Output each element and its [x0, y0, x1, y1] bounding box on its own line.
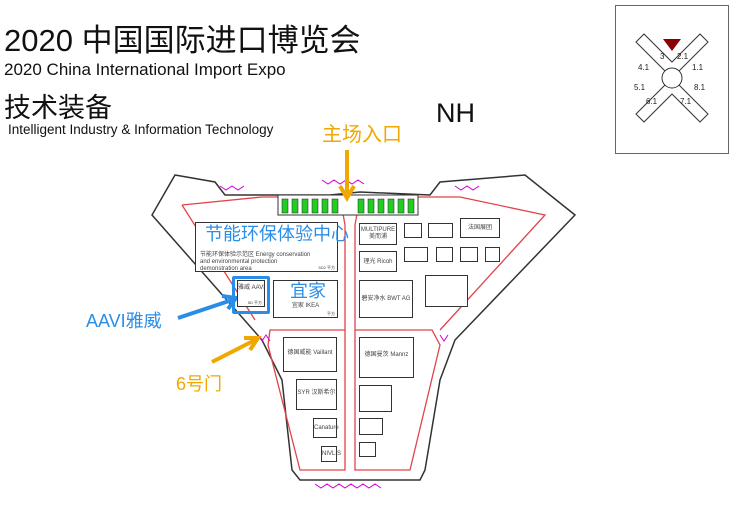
- hall-8-1: 8.1: [694, 83, 706, 92]
- booth-nivlis[interactable]: NIVLIS: [321, 446, 342, 462]
- hall-label: NH: [436, 98, 475, 128]
- title-cn: 2020 中国国际进口博览会: [4, 23, 361, 58]
- booth-name: 雅威 AAVI: [238, 285, 265, 291]
- hall-7-1: 7.1: [680, 97, 692, 106]
- booth-ricoh[interactable]: 理光 Ricoh: [359, 251, 397, 272]
- booth-vaillant[interactable]: 德国威能 Vaillant: [283, 337, 337, 372]
- entrance-arrow: [338, 150, 356, 202]
- aavi-label: AAVI雅威: [86, 311, 162, 331]
- booth-small[interactable]: [428, 223, 453, 238]
- hall-1-1: 1.1: [692, 63, 704, 72]
- minimap-halls: 3 2.1 4.1 1.1 5.1 8.1 6.1 7.1: [634, 33, 709, 123]
- booth-name: Canature: [314, 425, 339, 431]
- sector-en: Intelligent Industry & Information Techn…: [8, 122, 274, 137]
- booth-multipure[interactable]: MULTIPURE 美而浦: [359, 223, 397, 245]
- booth-name: 德国曼茨 Mannz: [364, 352, 409, 358]
- booth-bwt[interactable]: 碧安净水 BWT AG: [359, 280, 413, 318]
- booth-syr[interactable]: SYR 汉斯希尔: [296, 379, 337, 410]
- booth-area: 平方: [327, 311, 335, 316]
- booth-area: 5D 平方: [247, 300, 262, 305]
- main-entrance-label: 主场入口: [322, 124, 402, 146]
- hall-5-1: 5.1: [634, 83, 646, 92]
- hall-2-1: 2.1: [677, 52, 689, 61]
- booth-energy-center[interactable]: 节能环保体验示范区 Energy conservation and enviro…: [195, 222, 338, 272]
- minimap: 3 2.1 4.1 1.1 5.1 8.1 6.1 7.1: [615, 5, 729, 154]
- hall-4-1: 4.1: [638, 63, 650, 72]
- hall-3: 3: [660, 52, 665, 61]
- booth-small[interactable]: [436, 247, 453, 262]
- energy-center-label: 节能环保体验中心: [205, 224, 349, 244]
- booth-name: 节能环保体验示范区 Energy conservation and enviro…: [200, 252, 311, 272]
- booth-name: SYR 汉斯希尔: [297, 390, 336, 396]
- booth-small[interactable]: [404, 247, 428, 262]
- booth-small[interactable]: [359, 442, 376, 457]
- booth-name: 德国威能 Vaillant: [287, 350, 333, 356]
- booth-canature[interactable]: Canature: [313, 418, 339, 438]
- booth-france[interactable]: 法国展团: [460, 218, 500, 238]
- green-turnstiles: [281, 198, 415, 214]
- booth-small[interactable]: [425, 275, 468, 307]
- booth-small[interactable]: [404, 223, 422, 238]
- booth-name: NIVLIS: [322, 451, 342, 457]
- ikea-label: 宜家: [290, 281, 326, 301]
- booth-small[interactable]: [359, 385, 392, 412]
- inner-red-wall-right: [354, 196, 547, 471]
- booth-mannz[interactable]: 德国曼茨 Mannz: [359, 337, 414, 378]
- aavi-arrow: [177, 294, 240, 320]
- sector-cn: 技术装备: [4, 93, 112, 124]
- booth-ikea[interactable]: 宜家 IKEA 平方: [273, 280, 338, 318]
- booth-small[interactable]: [460, 247, 478, 262]
- doors: [219, 179, 480, 489]
- booth-name: 理光 Ricoh: [363, 259, 393, 265]
- booth-small[interactable]: [359, 418, 383, 435]
- booth-name: MULTIPURE 美而浦: [360, 227, 396, 240]
- aavi-highlight: [232, 276, 270, 314]
- gate6-arrow: [211, 336, 262, 364]
- hall-6-1: 6.1: [646, 97, 658, 106]
- booth-name: 宜家 IKEA: [291, 303, 320, 309]
- current-hall-marker: [663, 39, 681, 51]
- booth-small[interactable]: [485, 247, 500, 262]
- gate6-label: 6号门: [176, 374, 223, 394]
- booth-name: 法国展团: [467, 225, 492, 231]
- booth-area: 5D2 平方: [318, 265, 335, 270]
- booth-name: 碧安净水 BWT AG: [361, 296, 411, 302]
- title-en: 2020 China International Import Expo: [4, 60, 286, 79]
- booth-aavi[interactable]: 雅威 AAVI 5D 平方: [237, 280, 265, 307]
